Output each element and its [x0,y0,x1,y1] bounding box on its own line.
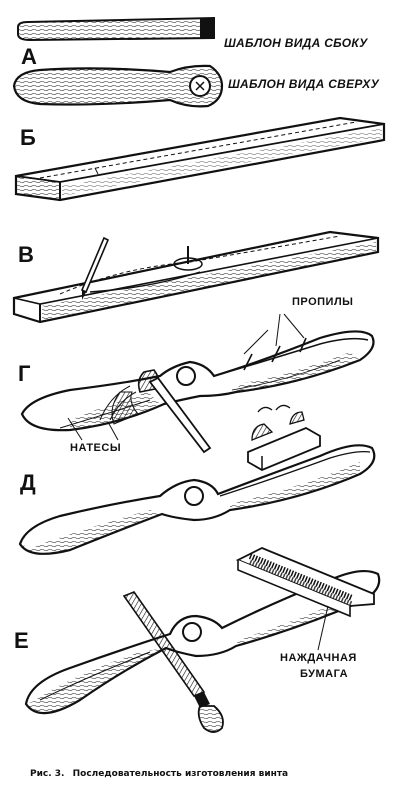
propeller-finishing [24,547,381,733]
propeller-planing [18,404,376,555]
label-cuts: ПРОПИЛЫ [292,296,354,308]
label-sandpaper-2: БУМАГА [300,668,349,680]
step-label-e: Е [14,628,29,653]
template-top-view [12,64,224,108]
template-side-view [17,16,215,42]
step-label-v: В [18,242,34,267]
step-label-g: Г [18,361,31,386]
step-label-b: Б [20,125,36,150]
label-template-side: ШАБЛОН ВИДА СБОКУ [224,36,368,50]
label-sandpaper-1: НАЖДАЧНАЯ [280,652,357,664]
label-hewn: НАТЕСЫ [70,442,122,454]
step-label-d: Д [20,470,36,495]
figure-number: Рис. 3. [30,769,65,779]
propeller-rough [20,313,375,454]
marked-blank [12,230,380,324]
step-label-a: А [21,44,37,69]
wood-blank [14,116,386,202]
label-template-top: ШАБЛОН ВИДА СВЕРХУ [228,77,380,91]
figure-caption-text: Последовательность изготовления винта [72,769,289,779]
figure-caption: Рис. 3. Последовательность изготовления … [30,769,293,779]
